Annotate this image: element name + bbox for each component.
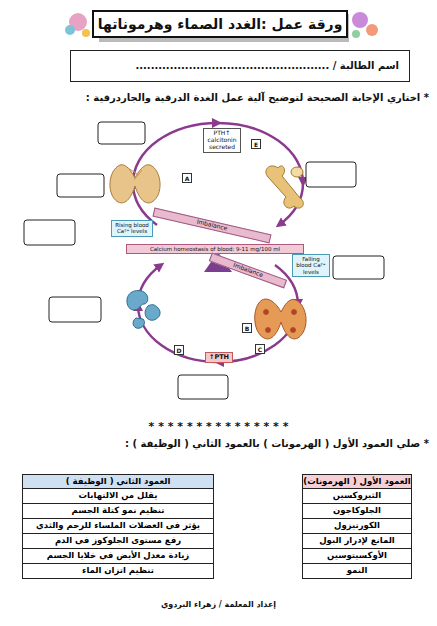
table-cell: يؤثر في العضلات الملساء للرحم والثدي — [22, 519, 214, 534]
node-text: Calcium homeostasis of blood: 9-11 mg/10… — [129, 246, 301, 252]
decoration — [352, 30, 360, 38]
hormone-box: PTH↑ calcitonin secreted — [203, 128, 241, 153]
callout-letter: A — [182, 173, 192, 183]
table-cell: المانع لإدرار البول — [302, 534, 412, 549]
instruction: * صلي العمود الأول ( الهرمونات ) بالعمود… — [8, 438, 429, 450]
node-text: ↑PTH — [208, 354, 230, 361]
thyroid-gland — [110, 165, 160, 203]
bone — [266, 166, 303, 208]
node-text: Imbalance — [156, 209, 269, 241]
name-field: اسم الطالبة / ..........................… — [70, 50, 410, 82]
separator: * * * * * * * * * * * * * * * — [0, 420, 437, 433]
level-box: Rising blood Ca²⁺ levels — [111, 220, 153, 237]
level-box: Falling blood Ca²⁺ levels — [292, 254, 330, 277]
table-cell: يقلل من الالتهابات — [22, 489, 214, 504]
imbalance-band: Imbalance — [153, 208, 272, 244]
decoration — [82, 29, 90, 37]
footer: إعداد المعلمة / زهراء البردوي — [100, 600, 337, 610]
decoration — [366, 24, 378, 36]
table-cell: الثيروكسين — [302, 489, 412, 504]
parathyroid-gland — [255, 299, 306, 339]
table-cell: تنظيم اتزان الماء — [22, 564, 214, 579]
instruction: * اختاري الإجابة الصحيحة لتوضيح آلية عمل… — [8, 92, 429, 104]
hormone-column: العمود الأول ( الهرمونات)الثيروكسينالجلو… — [302, 474, 412, 579]
table-header: العمود الأول ( الهرمونات) — [302, 474, 412, 489]
table-cell: تنظيم نمو كتلة الجسم — [22, 504, 214, 519]
callout-letter: D — [174, 345, 184, 355]
table-cell: رفع مستوى الجلوكوز في الدم — [22, 534, 214, 549]
function-column: العمود الثاني ( الوظيفة )يقلل من الالتها… — [22, 474, 214, 579]
decoration — [65, 25, 75, 35]
callout-letter: B — [242, 323, 252, 333]
hormone-box: ↑PTH — [205, 352, 233, 363]
table-cell: الكورتيزول — [302, 519, 412, 534]
node-text: PTH↑ calcitonin secreted — [206, 130, 238, 151]
table-cell: الجلوكاجون — [302, 504, 412, 519]
table-header: العمود الثاني ( الوظيفة ) — [22, 474, 214, 489]
decoration — [352, 12, 368, 28]
title-text: ورقة عمل :الغدد الصماء وهرموناتها — [98, 16, 343, 32]
node-text: Rising blood Ca²⁺ levels — [114, 222, 150, 235]
node-text: اسم الطالبة / ..........................… — [81, 60, 399, 72]
answer-box — [24, 122, 384, 399]
title-banner: ورقة عمل :الغدد الصماء وهرموناتها — [92, 10, 349, 38]
table-cell: النمو — [302, 564, 412, 579]
node-text: Falling blood Ca²⁺ levels — [295, 256, 327, 275]
table-cell: زيادة معدل الأيض في خلايا الجسم — [22, 549, 214, 564]
kidney-intestine — [127, 291, 160, 329]
callout-letter: C — [255, 344, 265, 354]
table-cell: الأوكسيتوسين — [302, 549, 412, 564]
callout-letter: E — [251, 139, 261, 149]
